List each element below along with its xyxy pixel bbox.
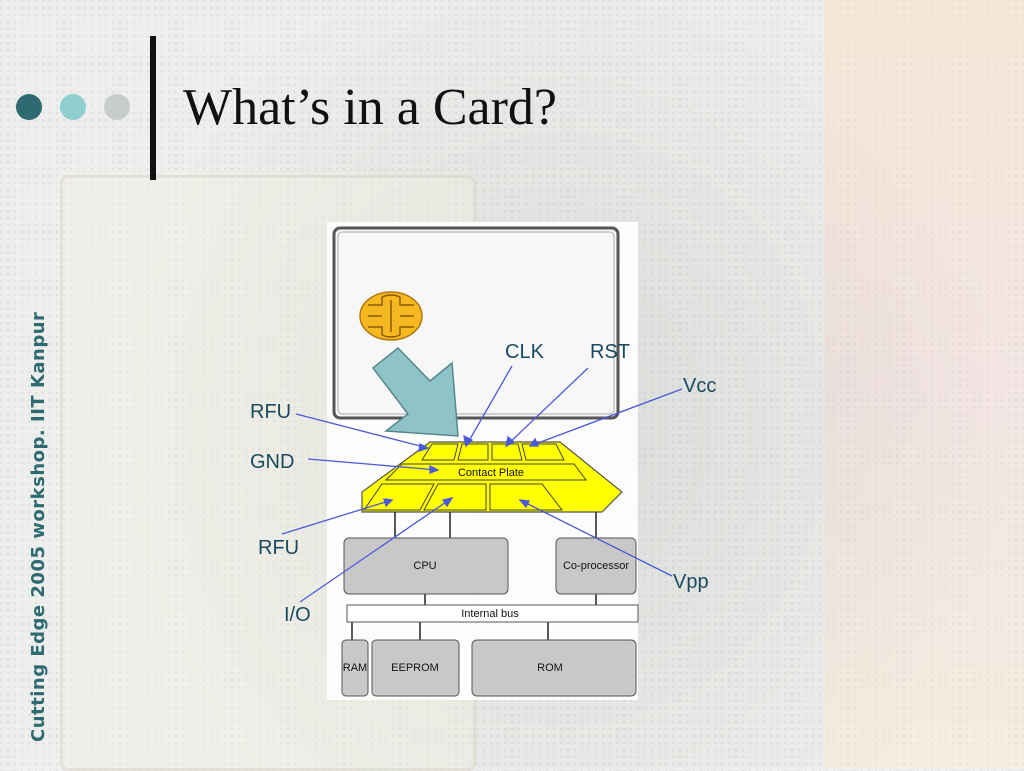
- decor-dot-light: [60, 94, 86, 120]
- zoom-arrow-icon: [371, 346, 459, 437]
- pin-label-clk: CLK: [505, 341, 545, 363]
- ram-label: RAM: [343, 662, 367, 674]
- pin-label-vpp: Vpp: [673, 571, 709, 593]
- connector-lines: [351, 512, 597, 640]
- slide-title: What’s in a Card?: [183, 79, 557, 136]
- decor-dot-gray: [104, 94, 130, 120]
- card-inner-edge: [337, 231, 615, 415]
- rom-label: ROM: [537, 662, 563, 674]
- title-divider-bar: [150, 36, 156, 180]
- pin-label-vcc: Vcc: [683, 375, 716, 397]
- contact-plate: [361, 441, 623, 513]
- coprocessor-label: Co-processor: [563, 560, 629, 572]
- pin-label-rfu-top: RFU: [250, 401, 291, 423]
- internal-bus-block: [346, 604, 639, 623]
- pin-label-gnd: GND: [250, 451, 294, 473]
- contact-plate-label: Contact Plate: [458, 467, 524, 479]
- eeprom-block: [371, 639, 460, 697]
- pin-label-io: I/O: [284, 604, 311, 626]
- pin-label-rfu-bottom: RFU: [258, 537, 299, 559]
- cpu-block: [343, 537, 509, 595]
- eeprom-label: EEPROM: [391, 662, 439, 674]
- ram-block: [341, 639, 369, 697]
- cpu-label: CPU: [413, 560, 436, 572]
- internal-bus-label: Internal bus: [461, 608, 519, 620]
- chip-icon: [359, 291, 423, 341]
- rom-block: [471, 639, 637, 697]
- pin-leader-lines: [281, 365, 683, 603]
- decor-dot-dark: [16, 94, 42, 120]
- pin-label-rst: RST: [590, 341, 630, 363]
